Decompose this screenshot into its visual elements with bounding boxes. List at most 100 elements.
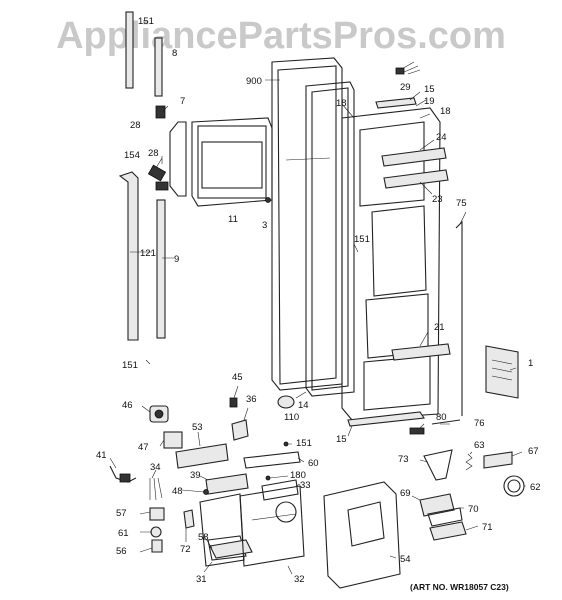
leader-lines [109, 79, 526, 575]
label-18-right: 18 [440, 106, 451, 117]
label-60: 60 [308, 458, 319, 469]
clip-80[interactable] [409, 427, 425, 435]
screw-151[interactable] [283, 441, 289, 447]
label-15-top: 15 [424, 84, 435, 95]
label-80: 80 [436, 412, 447, 423]
label-72: 72 [180, 544, 191, 555]
label-151-mid: 151 [354, 234, 370, 245]
coupling-61[interactable] [150, 526, 162, 538]
label-47: 47 [138, 442, 149, 453]
door-trim-9[interactable] [156, 199, 166, 339]
label-46: 46 [122, 400, 133, 411]
switch-45[interactable] [229, 397, 238, 408]
label-57: 57 [116, 508, 127, 519]
label-53: 53 [192, 422, 203, 433]
top-trim-15[interactable] [375, 97, 417, 109]
panel-39[interactable] [205, 473, 249, 495]
label-18-left: 18 [336, 98, 347, 109]
label-73: 73 [398, 454, 409, 465]
dispenser-box-32[interactable] [239, 485, 305, 567]
label-7: 7 [180, 96, 185, 107]
arm-70[interactable] [427, 507, 463, 527]
handle-bar-60[interactable] [243, 451, 301, 469]
label-121: 121 [140, 248, 156, 259]
motor-57[interactable] [149, 507, 165, 521]
bracket-47[interactable] [163, 431, 183, 449]
hinge-pin-154[interactable] [147, 164, 169, 191]
label-61: 61 [118, 528, 129, 539]
label-151-low: 151 [122, 360, 138, 371]
label-45: 45 [232, 372, 243, 383]
cap-110[interactable] [277, 395, 295, 409]
spring-63[interactable] [465, 453, 473, 471]
label-48: 48 [172, 486, 183, 497]
label-15-bottom: 15 [336, 434, 347, 445]
shelf-bar-21[interactable] [391, 343, 451, 361]
gear-72[interactable] [183, 509, 195, 529]
watermark-text: AppliancePartsPros.com [56, 15, 506, 57]
outer-door-panel-900[interactable] [271, 57, 343, 391]
pad-71[interactable] [429, 521, 467, 541]
label-54: 54 [400, 554, 411, 565]
art-number: (ART NO. WR18057 C23) [410, 582, 509, 592]
switch-46[interactable] [149, 405, 169, 423]
shelf-bar-24[interactable] [381, 147, 447, 167]
label-900: 900 [246, 76, 262, 87]
harness-34[interactable] [149, 477, 163, 501]
bracket-67[interactable] [483, 451, 513, 469]
label-33: 33 [300, 480, 311, 491]
label-58: 58 [198, 532, 209, 543]
label-11: 11 [228, 214, 238, 225]
label-9: 9 [174, 254, 179, 265]
cover-53[interactable] [175, 443, 229, 469]
label-151-btm: 151 [296, 438, 312, 449]
screw-48[interactable] [203, 489, 209, 495]
wire-harness-41[interactable] [109, 465, 137, 483]
door-handle-7[interactable] [169, 121, 187, 197]
cam-bracket-28[interactable] [155, 105, 166, 119]
label-8: 8 [172, 48, 177, 59]
label-14: 14 [298, 400, 309, 411]
label-1: 1 [528, 358, 533, 369]
ring-62[interactable] [503, 475, 525, 497]
label-21: 21 [434, 322, 445, 333]
label-23: 23 [432, 194, 443, 205]
callout-labels: 151 8 900 29 15 19 18 18 7 28 24 154 28 … [96, 16, 541, 585]
instruction-card-1[interactable] [485, 345, 519, 399]
label-154: 154 [124, 150, 140, 161]
actuator-36[interactable] [231, 419, 249, 441]
label-19: 19 [424, 96, 435, 107]
label-56: 56 [116, 546, 127, 557]
funnel-73[interactable] [423, 449, 453, 481]
door-liner[interactable] [341, 107, 441, 421]
water-tube-76[interactable] [431, 419, 461, 425]
wire-connector-29[interactable] [395, 61, 421, 75]
label-67: 67 [528, 446, 539, 457]
label-31: 31 [196, 574, 207, 585]
seal-33[interactable] [261, 479, 299, 501]
label-69: 69 [400, 488, 411, 499]
label-151: 151 [138, 16, 154, 27]
dispenser-cover-54[interactable] [323, 481, 401, 589]
label-71: 71 [482, 522, 493, 533]
label-36: 36 [246, 394, 257, 405]
bottom-trim-15[interactable] [347, 411, 425, 427]
dispenser-frame-11[interactable] [191, 117, 273, 207]
label-180: 180 [290, 470, 306, 481]
label-63: 63 [474, 440, 485, 451]
label-24: 24 [436, 132, 447, 143]
door-gasket-14[interactable] [305, 81, 355, 397]
label-39: 39 [190, 470, 201, 481]
label-28-mid: 28 [148, 148, 159, 159]
label-29: 29 [400, 82, 411, 93]
drip-tray-58[interactable] [209, 539, 253, 559]
screw-3[interactable] [265, 197, 271, 203]
screw-180[interactable] [265, 475, 271, 481]
nut-56[interactable] [151, 539, 163, 553]
door-trim-121[interactable] [118, 171, 139, 341]
water-tube-75[interactable] [455, 220, 463, 416]
label-75: 75 [456, 198, 467, 209]
shelf-bar-23[interactable] [383, 169, 449, 189]
door-trim-strip-8[interactable] [125, 11, 163, 97]
